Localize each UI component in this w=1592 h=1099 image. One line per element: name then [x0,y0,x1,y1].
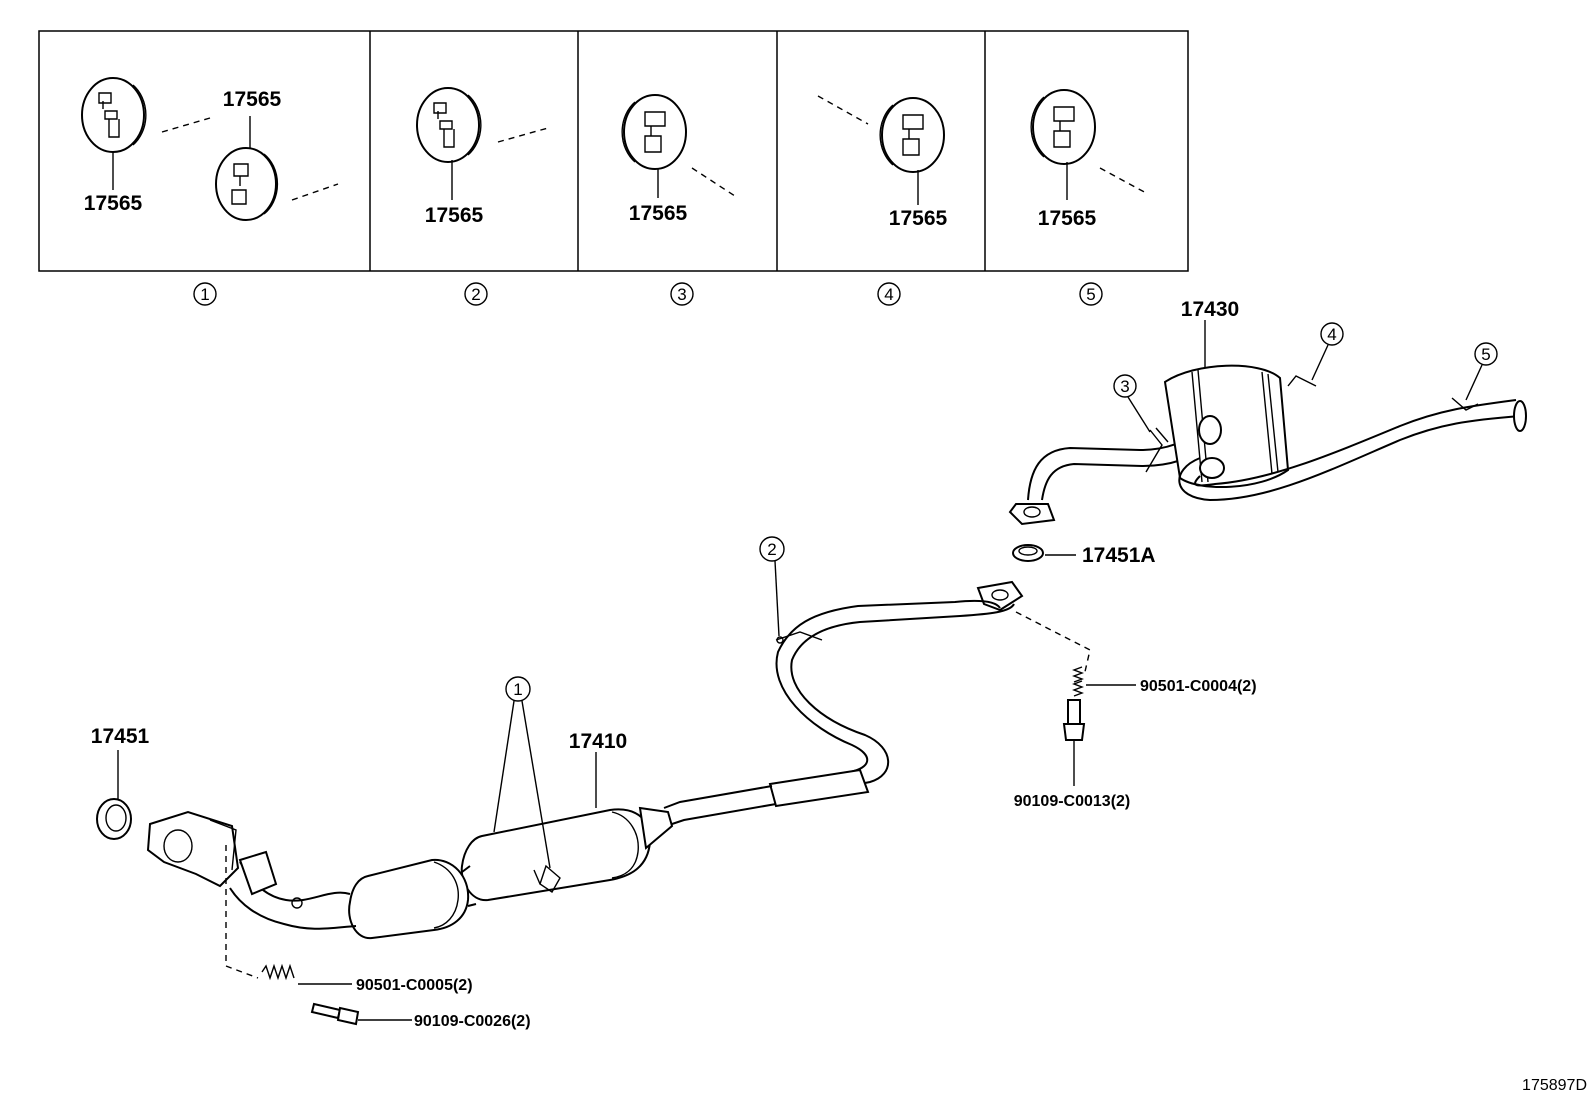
fastener-dash-line [225,845,259,979]
hanger-marker: 2 [759,536,785,637]
hanger-icon [215,147,279,221]
drawing-id: 175897D [1522,1077,1587,1094]
hanger-icon [81,77,147,153]
hanger-rod-icon [691,167,739,199]
callout-gasket-front: 17451 [91,725,150,748]
callout-spring-rear: 90501-C0004(2) [1140,678,1257,695]
hanger-icon [416,87,482,163]
hanger-rod-icon [161,117,211,133]
bolt-rear-icon [1062,699,1086,786]
tail-pipe-assembly [1008,364,1527,526]
hanger-marker: 1 [493,676,551,869]
callout-bolt-front: 90109-C0026(2) [414,1013,531,1030]
hanger-marker: 5 [1465,342,1498,401]
gasket-front-icon [96,798,132,840]
callout-bolt-rear: 90109-C0013(2) [1014,793,1131,810]
fastener-dash-line [1015,611,1091,677]
panel-marker: 2 [464,282,488,306]
svg-text:5: 5 [1481,345,1490,364]
callout-spring-front: 90501-C0005(2) [356,977,473,994]
panel-marker: 5 [1079,282,1103,306]
part-number-label: 17565 [889,207,948,230]
hanger-icon [879,97,945,173]
svg-text:4: 4 [884,285,893,304]
front-pipe-assembly [146,580,1024,940]
part-number-label: 17565 [1038,207,1097,230]
hanger-icon [1030,89,1096,165]
svg-text:2: 2 [767,540,776,559]
hanger-rod-icon [817,95,869,125]
callout-front-pipe: 17410 [569,730,627,753]
hanger-marker: 3 [1113,374,1151,433]
svg-text:2: 2 [471,285,480,304]
hanger-panels: 17565 17565 17565 17565 17565 [38,30,1189,306]
callout-gasket-rear: 17451A [1082,544,1156,567]
svg-text:3: 3 [677,285,686,304]
panel-marker: 3 [670,282,694,306]
part-number-label: 17565 [629,202,688,225]
svg-text:5: 5 [1086,285,1095,304]
hanger-rod-icon [291,183,339,201]
spring-rear-icon [1072,666,1136,697]
panels-frame [38,30,1189,272]
gasket-rear-icon [1012,544,1044,562]
hanger-rod-icon [497,127,549,143]
part-number-label: 17565 [223,88,282,111]
hanger-marker: 4 [1311,322,1344,381]
svg-text:1: 1 [513,680,522,699]
spring-front-icon [261,963,352,985]
panel-marker: 4 [877,282,901,306]
part-number-label: 17565 [425,204,484,227]
svg-text:1: 1 [200,285,209,304]
hanger-rod-icon [1099,167,1149,195]
callout-tail-pipe: 17430 [1181,298,1239,321]
part-number-label: 17565 [84,192,143,215]
hanger-icon [621,94,687,170]
panel-marker: 1 [193,282,217,306]
svg-text:4: 4 [1327,325,1336,344]
bolt-front-icon [310,1002,412,1026]
svg-text:3: 3 [1120,377,1129,396]
